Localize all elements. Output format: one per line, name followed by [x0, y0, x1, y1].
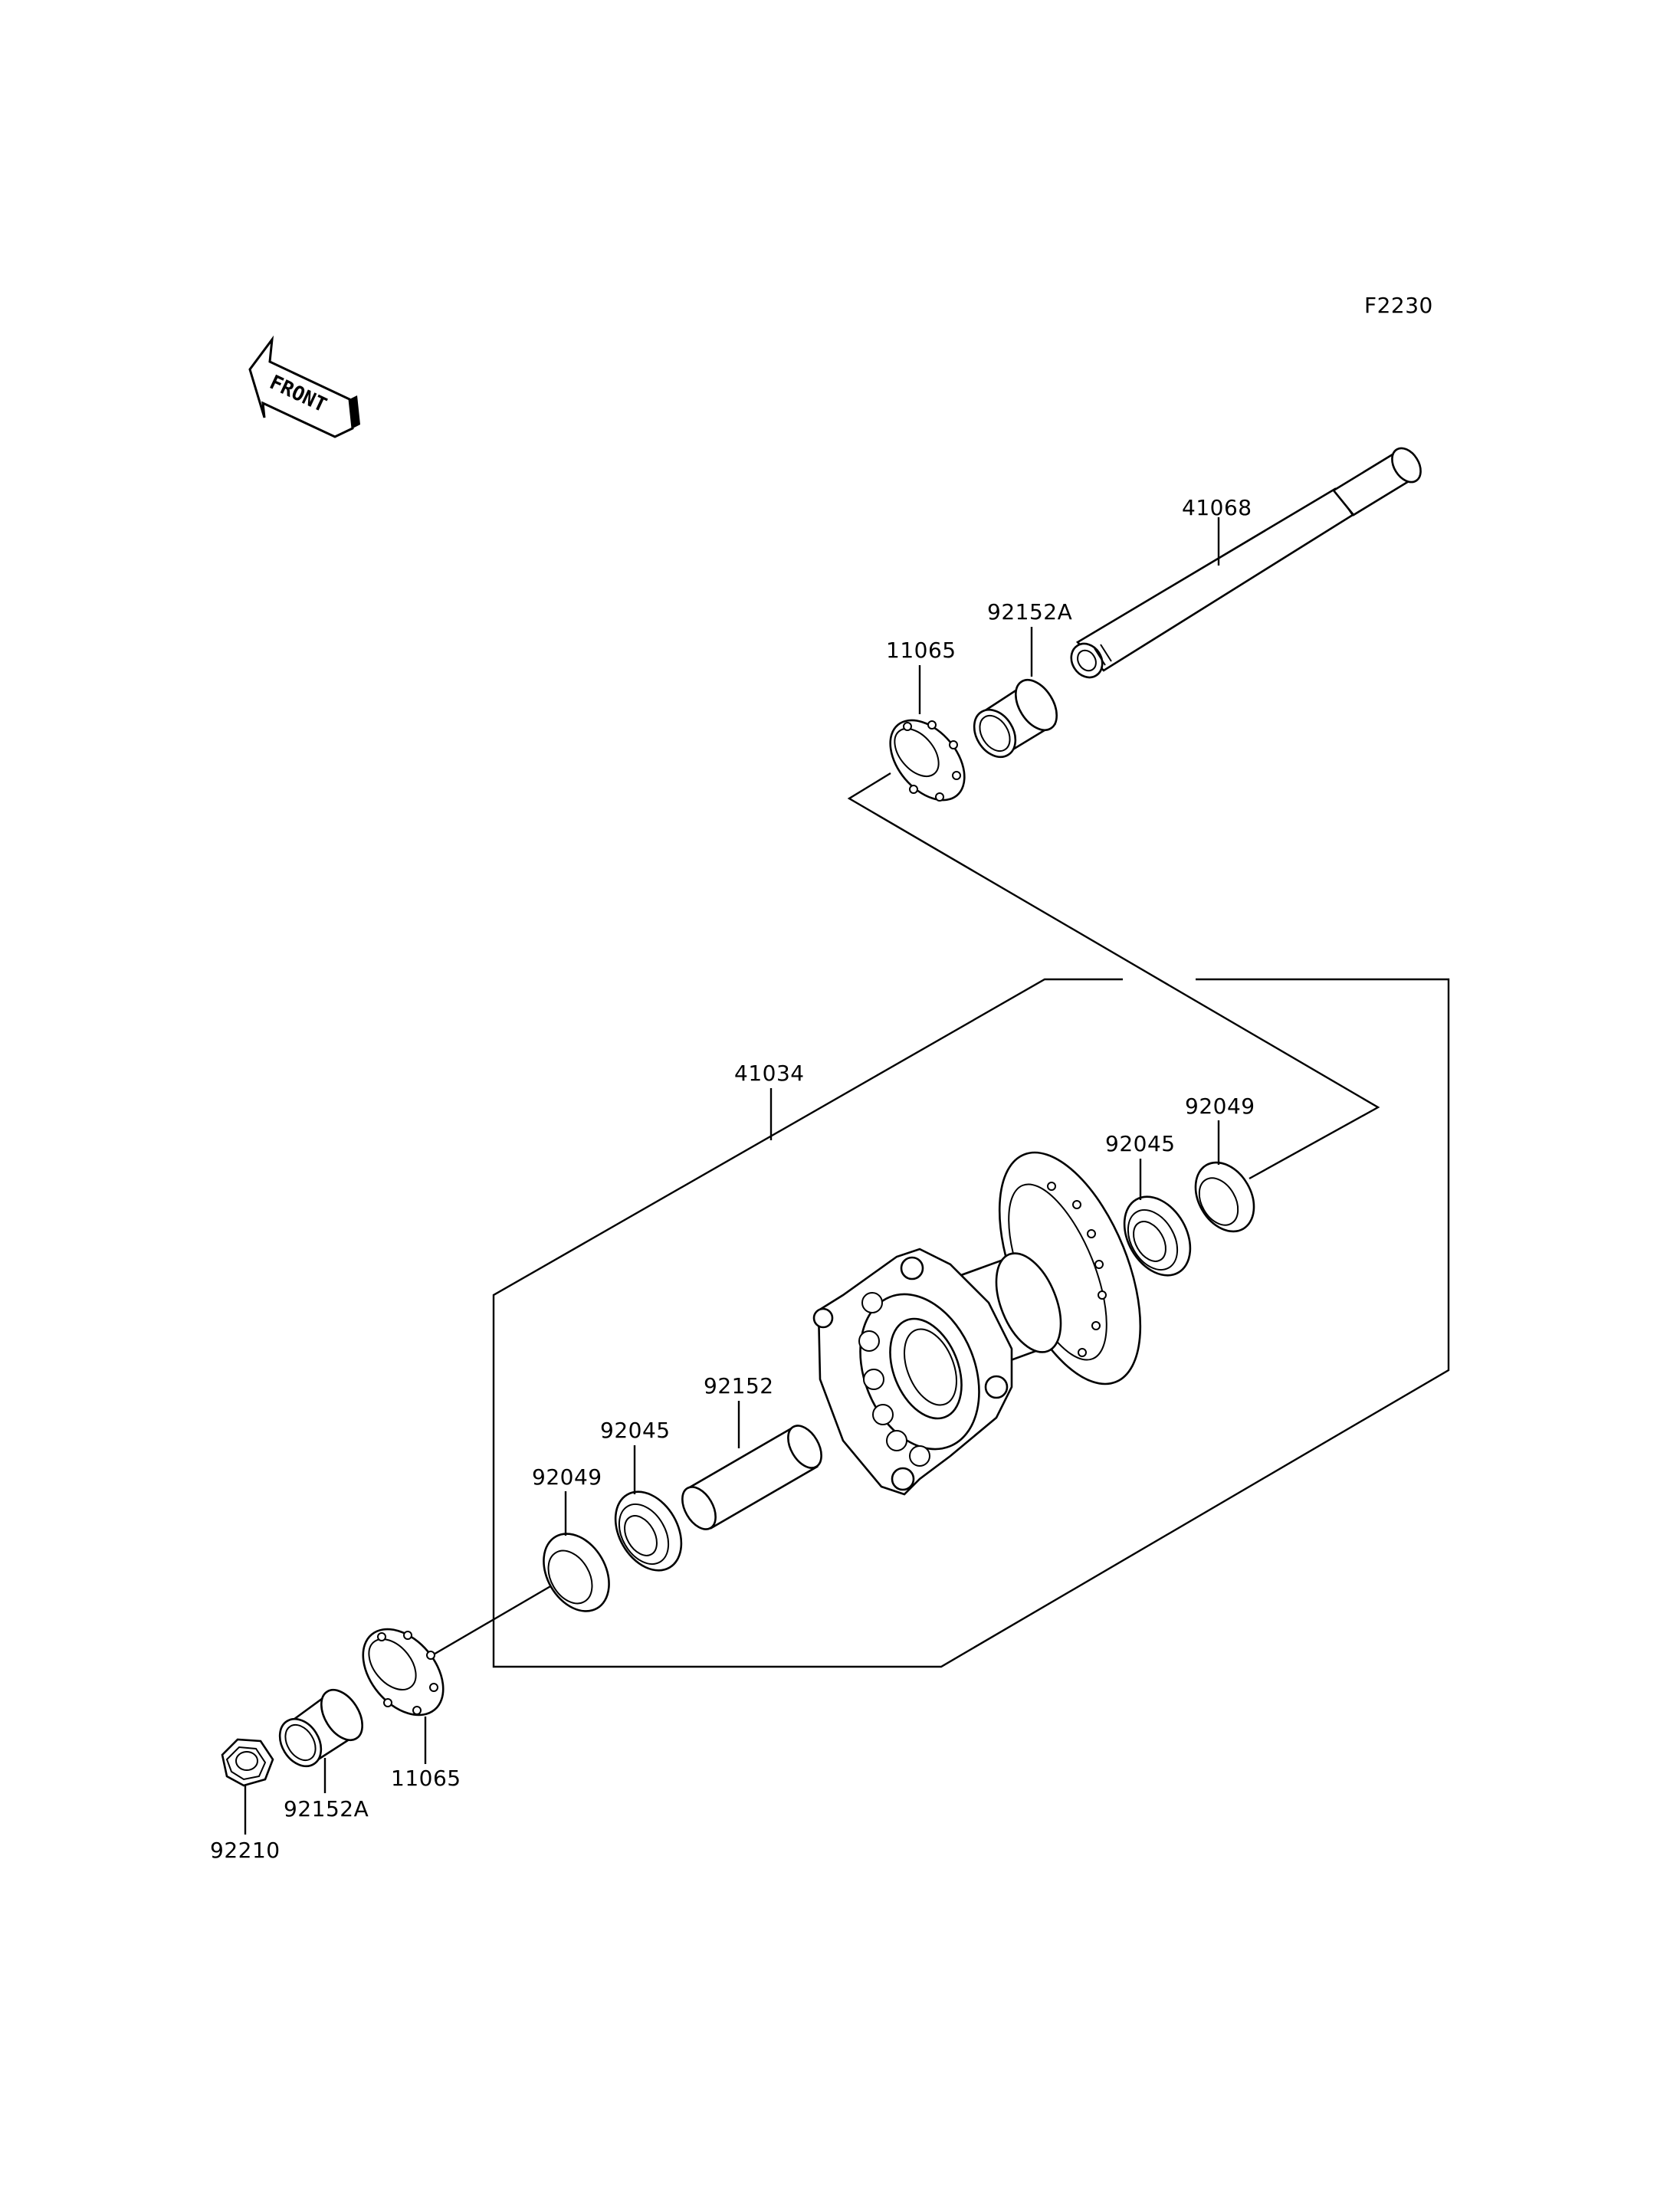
part-number-92045-right: 92045 — [1105, 1131, 1176, 1156]
ball-bearing-icon — [1123, 1195, 1192, 1277]
part-number-92049-left: 92049 — [532, 1464, 602, 1490]
assembly-frame-lines — [431, 772, 1450, 1668]
tube-spacer-icon — [681, 1425, 822, 1530]
collar-icon — [278, 1689, 363, 1768]
oil-seal-icon — [1194, 1161, 1255, 1233]
part-number-41034: 41034 — [734, 1061, 805, 1086]
ball-bearing-icon — [614, 1490, 683, 1572]
disc-plate-icon — [889, 719, 966, 802]
disc-plate-icon — [362, 1628, 445, 1717]
part-number-92049-right: 92049 — [1185, 1094, 1255, 1119]
part-number-92152: 92152 — [704, 1373, 774, 1399]
part-number-11065-upper: 11065 — [886, 638, 956, 663]
diagram-code: F2230 — [1364, 293, 1433, 318]
wheel-hub-icon — [812, 1151, 1142, 1496]
hex-nut-icon — [221, 1738, 274, 1787]
part-number-11065-lower: 11065 — [391, 1766, 461, 1791]
axle-shaft-icon — [1070, 447, 1422, 679]
oil-seal-icon — [543, 1533, 610, 1612]
part-number-92045-left: 92045 — [600, 1418, 671, 1443]
front-arrow-icon: FRONT — [248, 335, 360, 438]
part-number-92152A-lower: 92152A — [284, 1796, 369, 1822]
part-number-41068: 41068 — [1182, 495, 1252, 520]
part-number-92152A-upper: 92152A — [987, 599, 1072, 625]
part-number-92210: 92210 — [210, 1838, 281, 1863]
collar-icon — [973, 679, 1058, 759]
